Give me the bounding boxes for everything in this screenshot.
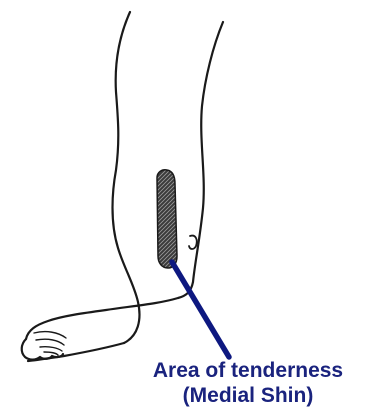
leg-front-contour [26, 22, 223, 339]
tenderness-label-line-1: Area of tenderness [112, 359, 384, 383]
pointer-line [172, 262, 229, 357]
leg-outline [22, 12, 223, 361]
leg-back-contour [113, 12, 140, 343]
toe-crease-lines [34, 332, 66, 355]
tender-area-highlight [157, 170, 177, 268]
tenderness-label-line-2: (Medial Shin) [112, 384, 384, 408]
ankle-bone-contour [189, 236, 197, 249]
toes-contour [22, 339, 63, 360]
